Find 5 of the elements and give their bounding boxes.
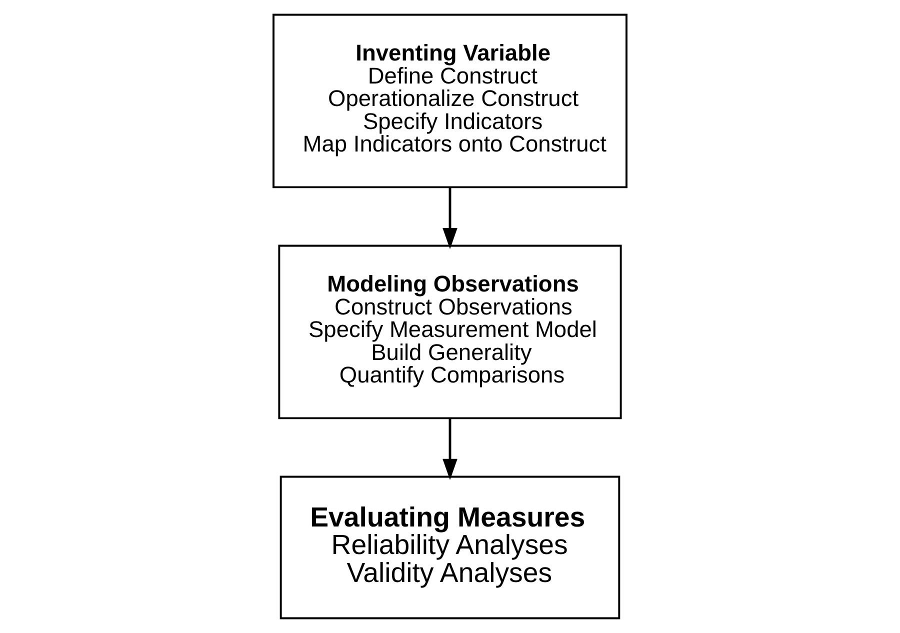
node-box: Inventing Variable Define Construct Operationalize Construct Specify Indicators Map Indicators onto Construct <box>272 14 628 188</box>
arrow <box>442 418 458 480</box>
node-box: Modeling Observations Construct Observations Specify Measurement Model Build Generality Quantify Comparisons <box>278 244 622 420</box>
node-box: Evaluating Measures Reliability Analyses Validity Analyses <box>280 476 620 620</box>
arrow <box>442 187 458 250</box>
